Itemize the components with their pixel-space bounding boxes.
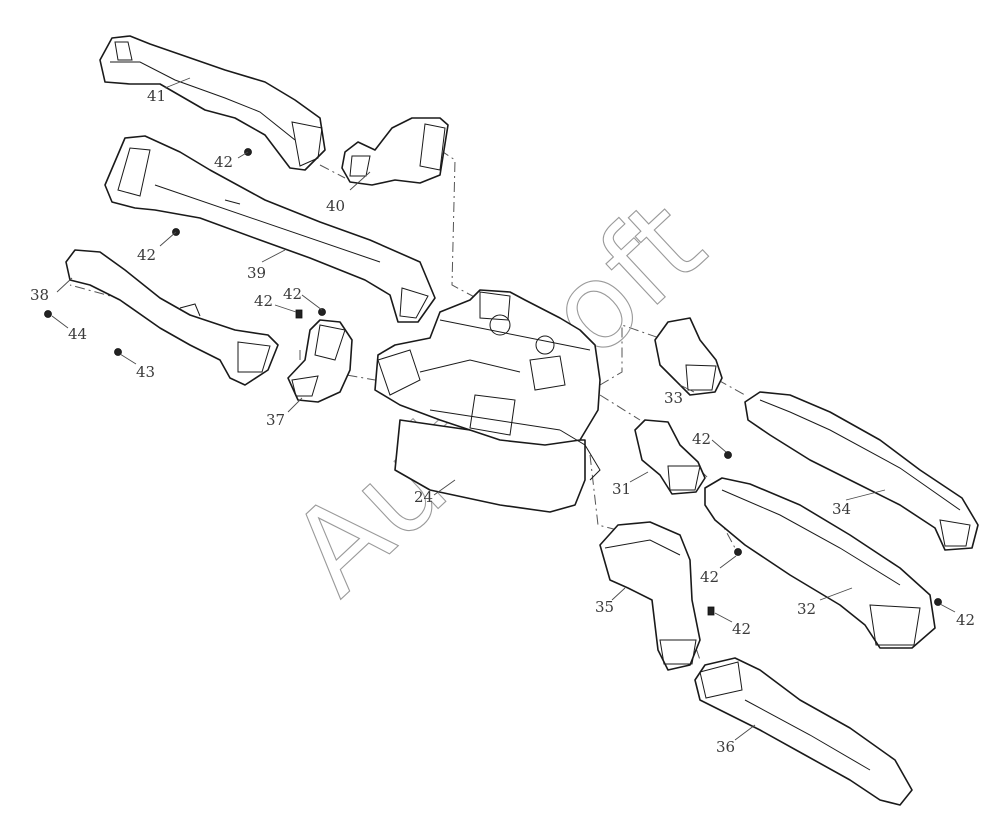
callout-label: 44	[68, 325, 87, 343]
screw-icon	[707, 606, 715, 616]
callout-label: 42	[732, 620, 751, 638]
callout-label: 43	[136, 363, 155, 381]
duct-part-39	[104, 135, 436, 323]
duct-part-34	[744, 391, 979, 551]
callout-label: 38	[30, 286, 49, 304]
callout-label: 42	[137, 246, 156, 264]
duct-part-31	[634, 419, 706, 495]
callout-label: 42	[692, 430, 711, 448]
callout-label: 37	[266, 411, 285, 429]
duct-part-33	[654, 317, 723, 396]
screw-icon	[734, 548, 742, 556]
screw-icon	[724, 451, 732, 459]
callout-label: 35	[595, 598, 614, 616]
duct-part-37	[287, 319, 353, 403]
callout-label: 34	[832, 500, 851, 518]
callout-label: 32	[797, 600, 816, 618]
duct-part-41	[99, 35, 326, 171]
screw-icon	[114, 348, 122, 356]
screw-icon	[295, 309, 303, 319]
callout-label: 39	[247, 264, 266, 282]
screw-icon	[934, 598, 942, 606]
callout-label: 41	[147, 87, 166, 105]
callout-label: 42	[254, 292, 273, 310]
callout-label: 42	[700, 568, 719, 586]
screw-icon	[44, 310, 52, 318]
callout-label: 31	[612, 480, 631, 498]
callout-label: 36	[716, 738, 735, 756]
duct-part-40	[341, 117, 449, 186]
screws	[44, 148, 942, 616]
callout-label: 42	[283, 285, 302, 303]
callout-labels: 41 42 40 39 42 38 42 42 44 43 37 24 33 4…	[30, 87, 975, 756]
screw-icon	[318, 308, 326, 316]
duct-part-32	[704, 477, 936, 649]
callout-label: 24	[414, 488, 433, 506]
duct-part-38	[65, 249, 279, 386]
duct-part-36	[694, 657, 913, 806]
duct-part-35	[599, 521, 701, 671]
callout-label: 33	[664, 389, 683, 407]
callout-label: 42	[956, 611, 975, 629]
callout-label: 40	[326, 197, 345, 215]
leader-lines	[51, 77, 956, 741]
hvac-unit-part-24	[374, 289, 601, 513]
callout-label: 42	[214, 153, 233, 171]
